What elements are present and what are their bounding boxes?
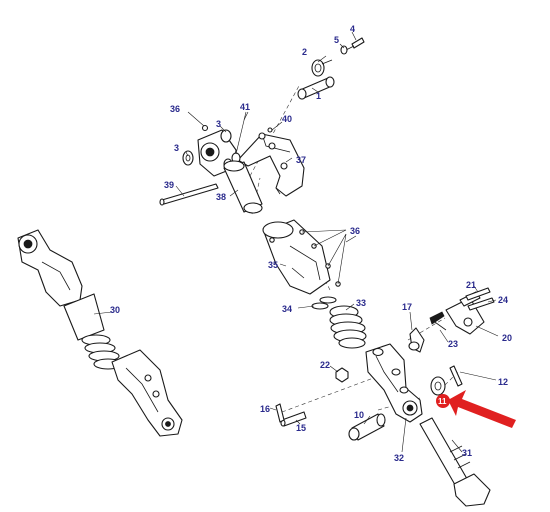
callout-34: 34: [282, 304, 292, 314]
highlight-part-11: 11: [436, 390, 516, 428]
lever-20: [445, 291, 485, 335]
callout-20: 20: [502, 333, 512, 343]
spring-23: [429, 311, 447, 331]
callout-37: 37: [296, 155, 306, 165]
callout-36-upper: 36: [170, 104, 180, 114]
callout-32: 32: [394, 453, 404, 463]
pin-39: [159, 183, 219, 206]
clip-17: [408, 327, 425, 353]
callout-24: 24: [498, 295, 508, 305]
roll-pin-16: [275, 403, 285, 423]
callout-4: 4: [350, 24, 355, 34]
callout-23: 23: [448, 339, 458, 349]
bellows-33: [329, 305, 367, 349]
circlip-2: [311, 59, 333, 77]
callout-31: 31: [462, 448, 472, 458]
pin-10: [348, 413, 386, 441]
callout-12: 12: [498, 377, 508, 387]
tube-38: [223, 160, 263, 214]
callout-10: 10: [354, 410, 364, 420]
highlight-arrow: [448, 390, 516, 428]
callout-1: 1: [316, 91, 321, 101]
callout-21: 21: [466, 280, 476, 290]
callout-3-upper: 3: [216, 119, 221, 129]
pin-24: [467, 297, 495, 311]
lower-link-32: [365, 343, 423, 423]
callout-22: 22: [320, 360, 330, 370]
callout-5: 5: [334, 35, 339, 45]
assembled-link-30: [17, 229, 183, 437]
leader-lines: [93, 31, 499, 453]
callout-33: 33: [356, 298, 366, 308]
callout-3-left: 3: [174, 143, 179, 153]
pin-12: [449, 365, 463, 387]
callout-38: 38: [216, 192, 226, 202]
callout-36-right: 36: [350, 226, 360, 236]
pin-1: [297, 76, 335, 100]
washer-34: [311, 296, 337, 310]
callout-30: 30: [110, 305, 120, 315]
callout-15: 15: [296, 423, 306, 433]
callout-35: 35: [268, 260, 278, 270]
bolt-21: [465, 287, 491, 301]
callout-11: 11: [438, 397, 447, 406]
washer-11: [430, 376, 446, 396]
bolt-4: [345, 37, 365, 51]
callout-40: 40: [282, 114, 292, 124]
callout-2: 2: [302, 47, 307, 57]
washer-5: [340, 45, 348, 55]
callout-16: 16: [260, 404, 270, 414]
callout-39: 39: [164, 180, 174, 190]
bolt-31: [419, 417, 491, 507]
callout-labels: 1 2 3 3 4 5 10 12 15 16 17 20 21 22 23 2…: [110, 24, 512, 463]
callout-41: 41: [240, 102, 250, 112]
highlight-marker: [436, 394, 450, 408]
callout-17: 17: [402, 302, 412, 312]
housing-35: [262, 219, 341, 295]
nut-22: [335, 367, 349, 383]
